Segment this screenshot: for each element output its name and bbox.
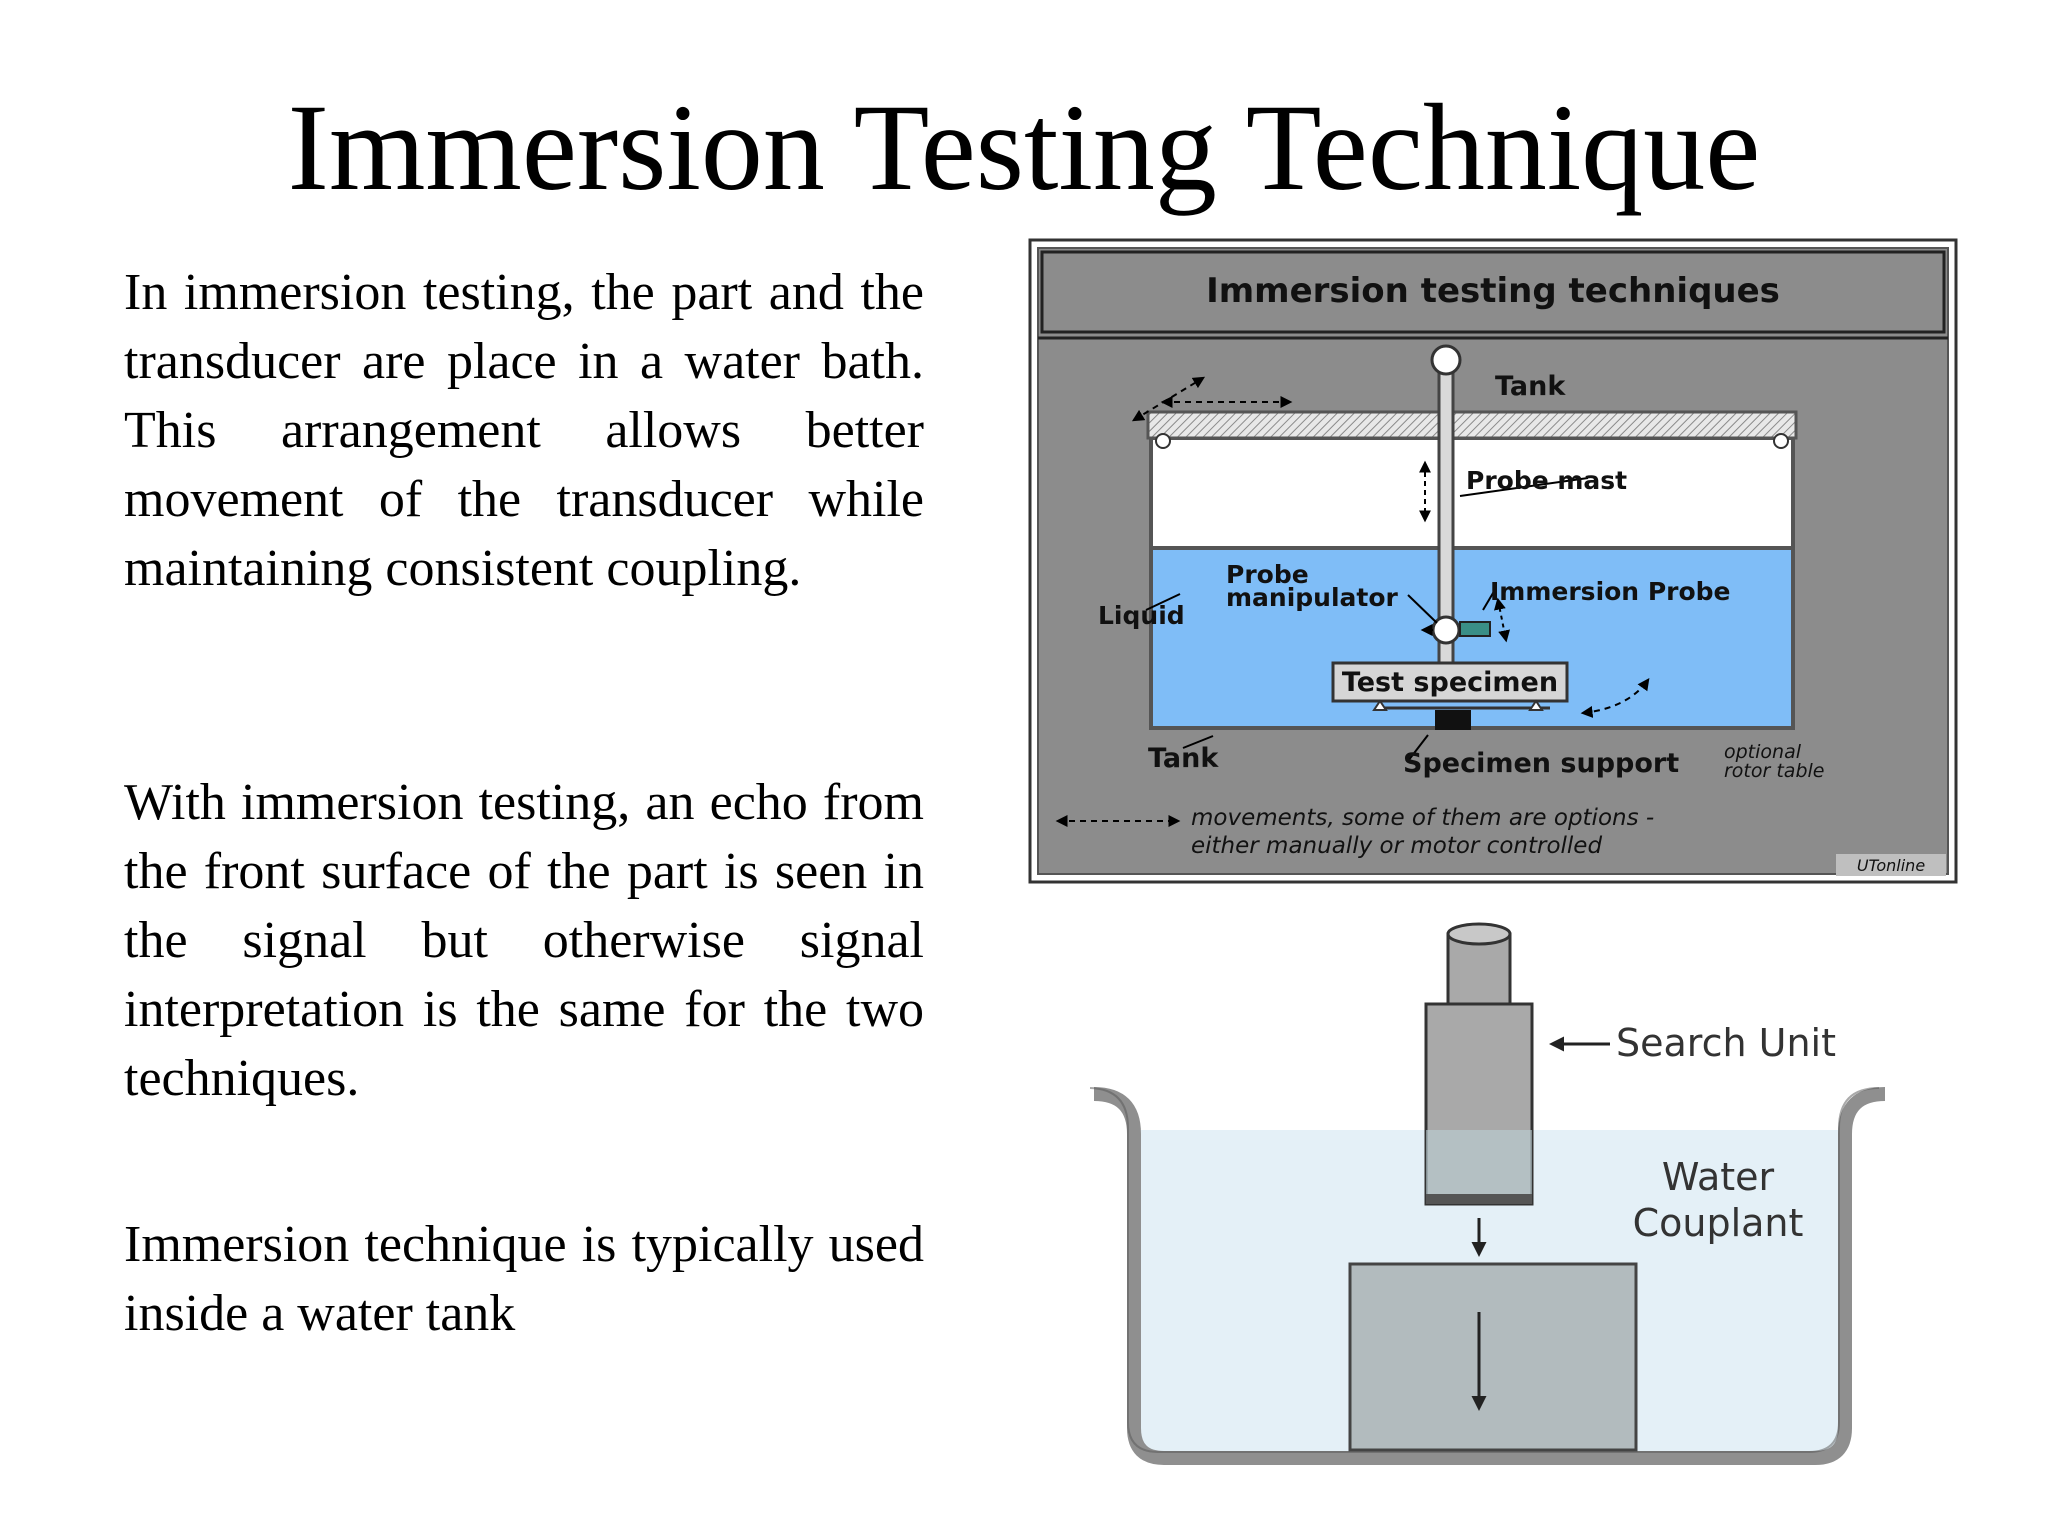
label-movements-1: movements, some of them are options - <box>1191 805 1654 831</box>
immersion-techniques-diagram: Immersion testing techniques Test specim… <box>1028 238 1958 884</box>
paragraph-immersion-intro: In immersion testing, the part and the t… <box>124 264 924 597</box>
test-specimen-box <box>1331 661 1569 703</box>
label-probe-manipulator-2: manipulator <box>1226 583 1399 612</box>
water-couplant-diagram: Search Unit Water Couplant <box>1090 922 1886 1465</box>
label-probe-mast: Probe mast <box>1466 466 1627 495</box>
label-optional-2: rotor table <box>1724 760 1824 782</box>
specimen-support <box>1435 710 1471 730</box>
immersion-probe <box>1459 621 1491 637</box>
label-optional-1: optional <box>1724 741 1802 763</box>
label-couplant: Couplant <box>1633 1201 1804 1245</box>
diagram-frame <box>1028 238 1958 884</box>
label-tank-top: Tank <box>1495 371 1566 402</box>
tank-air-region <box>1149 436 1795 550</box>
test-block <box>1348 1262 1638 1452</box>
probe-manipulator <box>1431 615 1461 645</box>
label-water: Water <box>1662 1155 1775 1199</box>
label-tank-bottom: Tank <box>1148 743 1219 774</box>
label-test-specimen: Test specimen <box>1342 667 1558 698</box>
diagram-header: Immersion testing techniques <box>1206 271 1780 311</box>
mast-top-knob <box>1430 344 1462 376</box>
paragraph-water-tank: Immersion technique is typically used in… <box>124 1216 924 1342</box>
tank-rail <box>1146 410 1798 440</box>
search-unit-face <box>1426 1194 1532 1204</box>
label-credit: UTonline <box>1857 856 1925 875</box>
label-probe-manipulator-1: Probe <box>1226 560 1309 589</box>
tank-wall <box>1093 1087 1886 1465</box>
label-specimen-support: Specimen support <box>1403 748 1679 779</box>
label-liquid: Liquid <box>1098 601 1185 630</box>
label-immersion-probe: Immersion Probe <box>1490 577 1731 606</box>
slide-title: Immersion Testing Technique <box>287 79 1761 216</box>
label-search-unit: Search Unit <box>1616 1021 1836 1065</box>
diagram-header-bar <box>1040 250 1946 334</box>
paragraph-front-surface-echo: With immersion testing, an echo from the… <box>124 774 924 1107</box>
label-movements-2: either manually or motor controlled <box>1191 833 1602 859</box>
